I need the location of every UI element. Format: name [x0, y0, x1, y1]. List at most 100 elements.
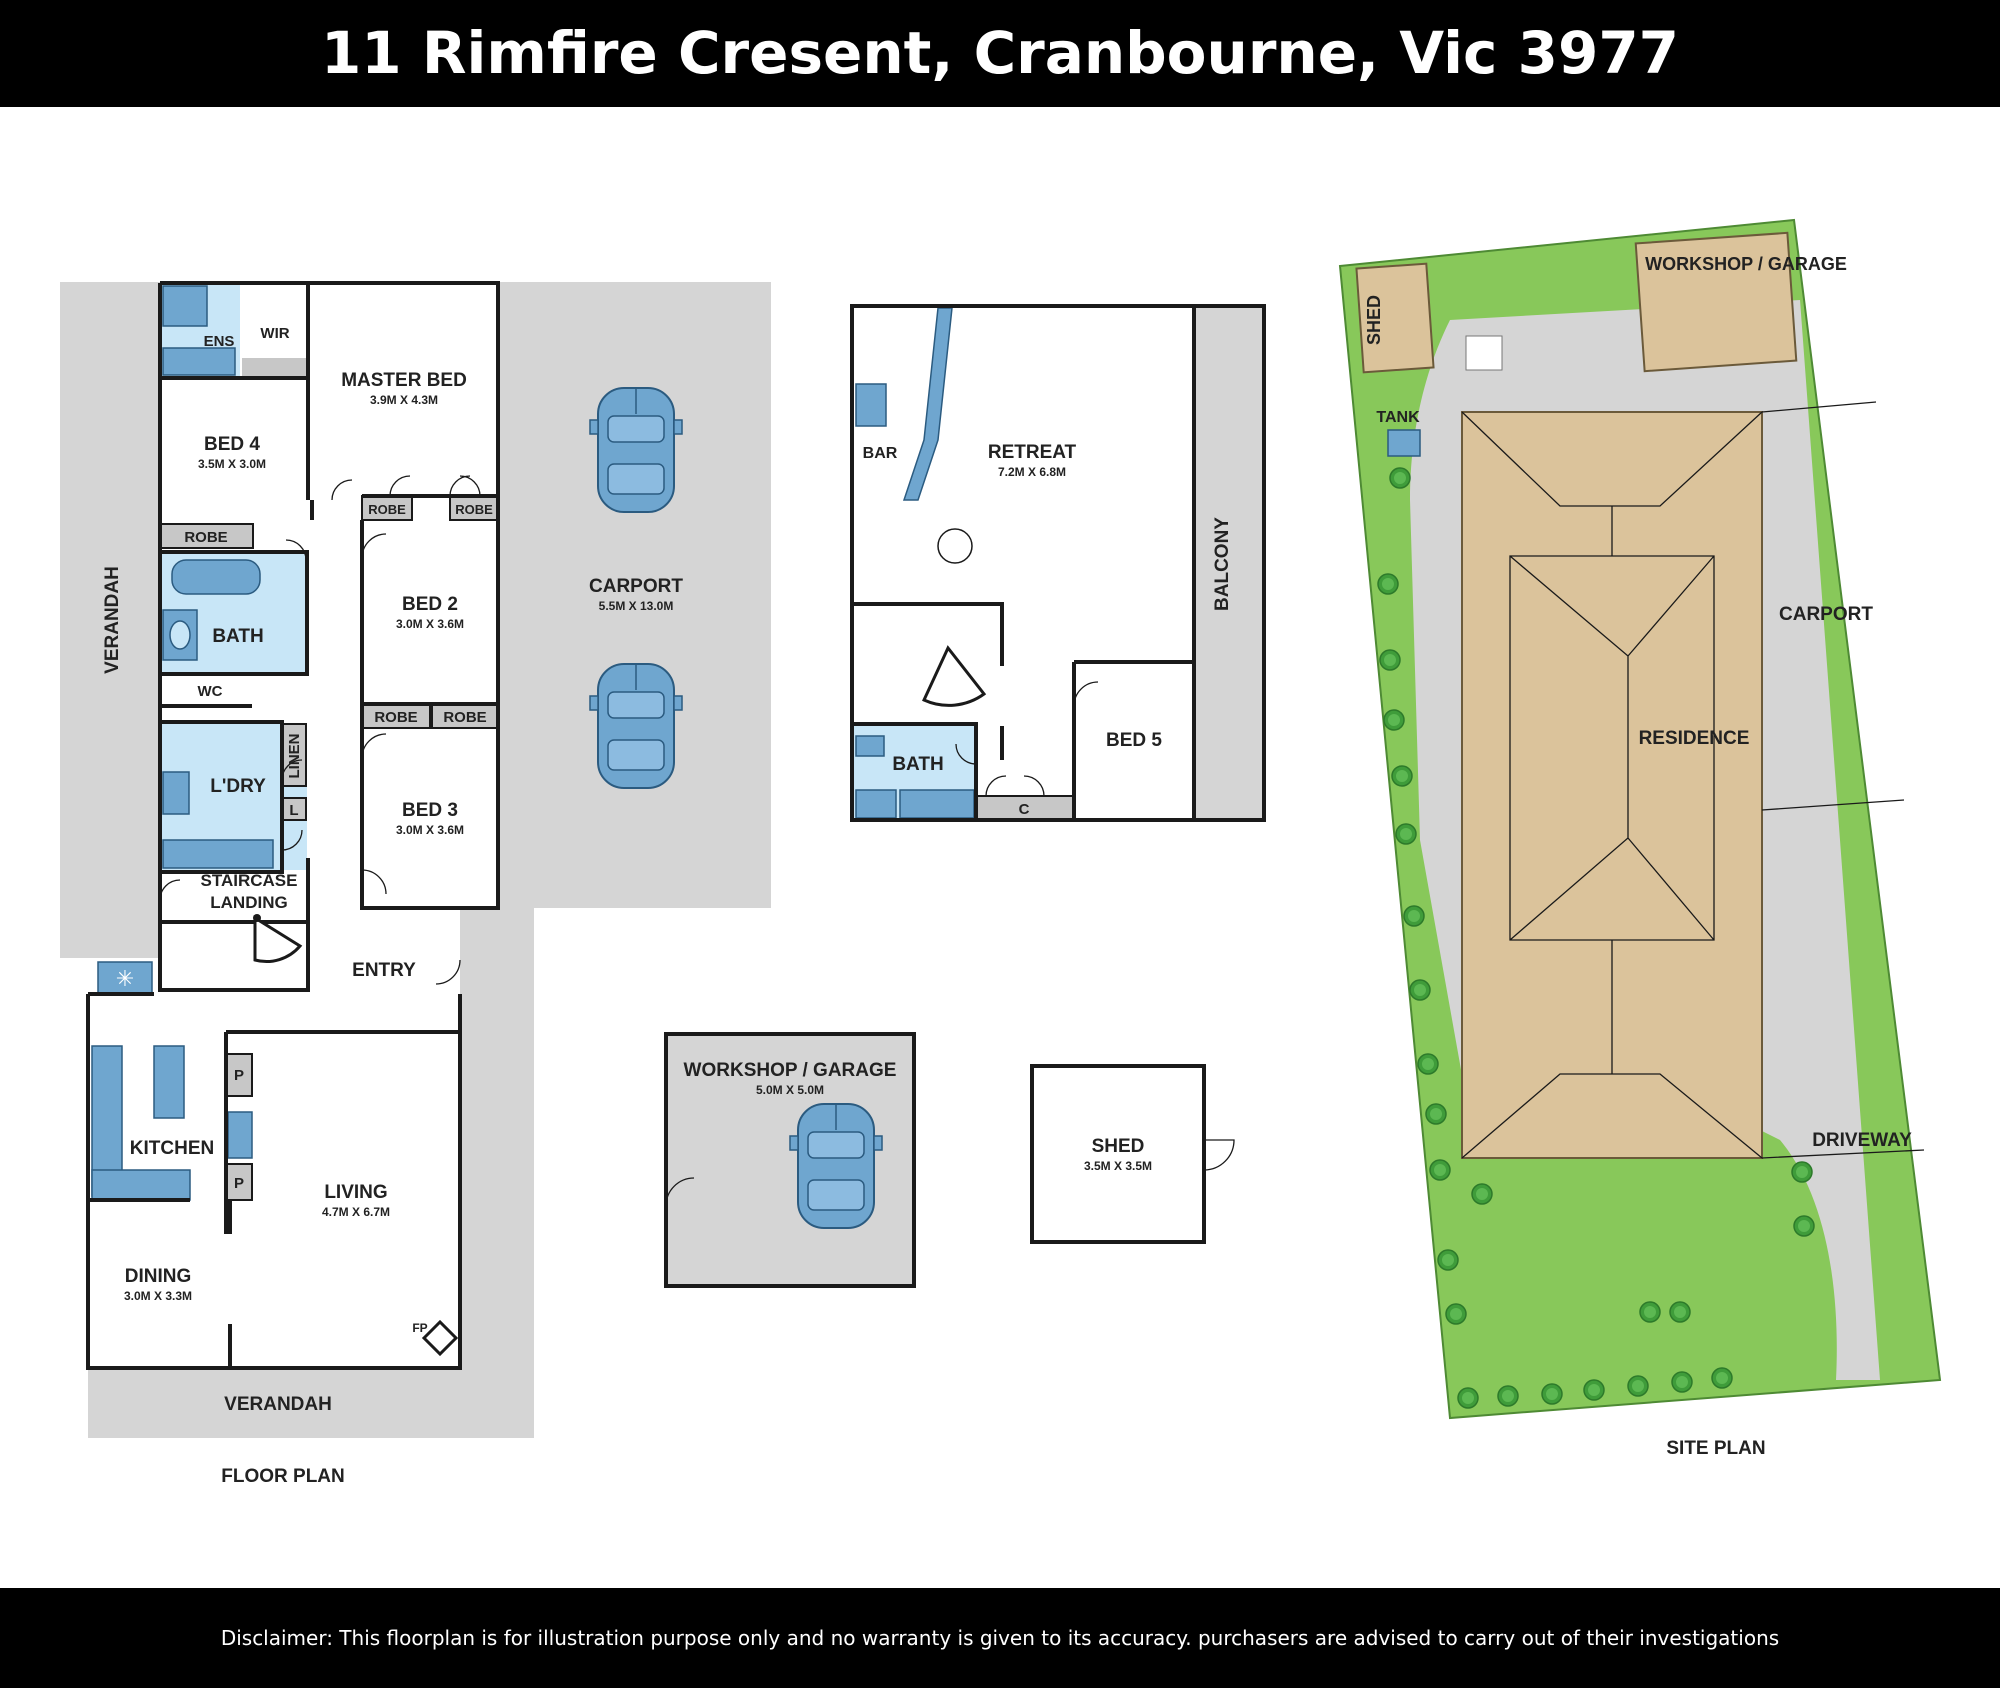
dining-label: DINING	[125, 1266, 192, 1287]
robe-label: ROBE	[455, 502, 493, 517]
tree-icon	[1409, 979, 1431, 1001]
house-walls	[86, 281, 500, 1370]
staircase-label-line1: STAIRCASE	[201, 871, 298, 890]
disclaimer-text: Disclaimer: This floorplan is for illust…	[220, 1626, 1780, 1650]
bathtub-icon	[171, 559, 261, 595]
fireplace-label: FP	[412, 1321, 427, 1335]
laundry-trough-icon	[162, 771, 190, 815]
site-workshop-label: WORKSHOP / GARAGE	[1645, 254, 1847, 274]
pantry-top-label: P	[234, 1067, 244, 1084]
site-shed-label: SHED	[1364, 295, 1384, 345]
balcony-area	[1194, 306, 1264, 820]
tree-icon	[1457, 1387, 1479, 1409]
column-icon	[937, 528, 973, 564]
tree-icon	[1437, 1249, 1459, 1271]
site-residence-label: RESIDENCE	[1639, 728, 1750, 749]
upper-door-swings	[955, 681, 1099, 797]
upper-walls	[850, 304, 1266, 822]
laundry-label: L'DRY	[210, 776, 266, 797]
bed4-size: 3.5M X 3.0M	[198, 457, 266, 471]
tree-icon	[1671, 1371, 1693, 1393]
tree-icon	[1793, 1215, 1815, 1237]
robe-label: ROBE	[184, 529, 227, 546]
heater-icon	[97, 961, 153, 995]
kitchen-island-icon	[153, 1045, 185, 1119]
tree-icon	[1389, 467, 1411, 489]
bar-counter-icon	[902, 307, 953, 501]
workshop-size: 5.0M X 5.0M	[756, 1083, 824, 1097]
page-header: 11 Rimfire Cresent, Cranbourne, Vic 3977	[0, 0, 2000, 107]
tree-icon	[1669, 1301, 1691, 1323]
master-bed-size: 3.9M X 4.3M	[370, 393, 438, 407]
cupboard-label: C	[1019, 801, 1030, 818]
linen-cupboard	[281, 723, 307, 787]
ensuite-shower-icon	[162, 285, 208, 327]
verandah-front-bottom	[88, 1368, 534, 1438]
car-icon	[589, 387, 683, 513]
tree-icon	[1497, 1385, 1519, 1407]
robe-bed2	[361, 703, 431, 729]
workshop-label: WORKSHOP / GARAGE	[684, 1060, 897, 1081]
retreat-label: RETREAT	[988, 442, 1077, 463]
tree-icon	[1471, 1183, 1493, 1205]
tree-icon	[1383, 709, 1405, 731]
laundry-bench-icon	[162, 839, 274, 869]
site-plan-caption: SITE PLAN	[1666, 1438, 1765, 1459]
robe-label: ROBE	[443, 709, 486, 726]
shed-plan: SHED 3.5M X 3.5M	[1030, 1064, 1235, 1244]
tree-icon	[1417, 1053, 1439, 1075]
tree-icon	[1391, 765, 1413, 787]
pantry-bottom	[225, 1163, 253, 1201]
balcony-label: BALCONY	[1212, 517, 1233, 611]
ensuite-label: ENS	[204, 333, 235, 350]
bed4-label: BED 4	[204, 434, 260, 455]
workshop-plan: WORKSHOP / GARAGE 5.0M X 5.0M	[664, 1032, 916, 1288]
kitchen-bench-bottom-icon	[91, 1169, 191, 1201]
staircase-post	[253, 914, 261, 922]
tree-icon	[1791, 1161, 1813, 1183]
basin-icon	[169, 620, 191, 650]
staircase-icon	[253, 915, 303, 964]
verandah-side-area	[60, 282, 160, 958]
bed3-size: 3.0M X 3.6M	[396, 823, 464, 837]
site-steps	[1465, 335, 1503, 371]
tree-icon	[1395, 823, 1417, 845]
fireplace-icon	[421, 1319, 459, 1357]
tree-icon	[1583, 1379, 1605, 1401]
car-icon	[789, 1103, 883, 1229]
bed2-label: BED 2	[402, 594, 458, 615]
floorplan-drawing: ✳ MASTER BED 3.9M X 4.3M BED 4 3.5M X 3.…	[60, 218, 1942, 1487]
shed-walls	[1030, 1064, 1206, 1244]
pantry-bottom-label: P	[234, 1175, 244, 1192]
living-label: LIVING	[324, 1182, 387, 1203]
workshop-door-swing	[665, 1177, 695, 1207]
tree-icon	[1429, 1159, 1451, 1181]
page-footer: Disclaimer: This floorplan is for illust…	[0, 1588, 2000, 1688]
staircase-label-line2: LANDING	[210, 893, 287, 912]
bed2-size: 3.0M X 3.6M	[396, 617, 464, 631]
entry-label: ENTRY	[352, 960, 416, 981]
upper-vanity-icon	[899, 789, 975, 819]
linen-label: LINEN	[286, 734, 303, 779]
ensuite-vanity-icon	[162, 347, 236, 376]
door-swings	[159, 475, 481, 985]
site-plan: WORKSHOP / GARAGE SHED TANK CARPORT RESI…	[1338, 218, 1942, 1459]
living-size: 4.7M X 6.7M	[322, 1205, 390, 1219]
site-driveway-label: DRIVEWAY	[1812, 1130, 1912, 1151]
verandah-front-area	[460, 908, 534, 1438]
carport-label: CARPORT	[589, 576, 683, 597]
tree-icon	[1445, 1303, 1467, 1325]
shed-door-swing	[1203, 1139, 1235, 1171]
bar-sink-icon	[855, 383, 887, 427]
site-shed	[1355, 262, 1435, 374]
site-workshop	[1634, 231, 1798, 373]
verandah-side-label: VERANDAH	[102, 566, 123, 674]
wir-floor	[242, 358, 308, 378]
bar-label: BAR	[863, 445, 898, 462]
cooktop-icon	[227, 1111, 253, 1159]
tree-icon	[1377, 573, 1399, 595]
robe-label: ROBE	[374, 709, 417, 726]
bed5-label: BED 5	[1106, 730, 1162, 751]
floor-plan: ✳ MASTER BED 3.9M X 4.3M BED 4 3.5M X 3.…	[60, 281, 771, 1487]
robe-bed4	[159, 523, 254, 549]
